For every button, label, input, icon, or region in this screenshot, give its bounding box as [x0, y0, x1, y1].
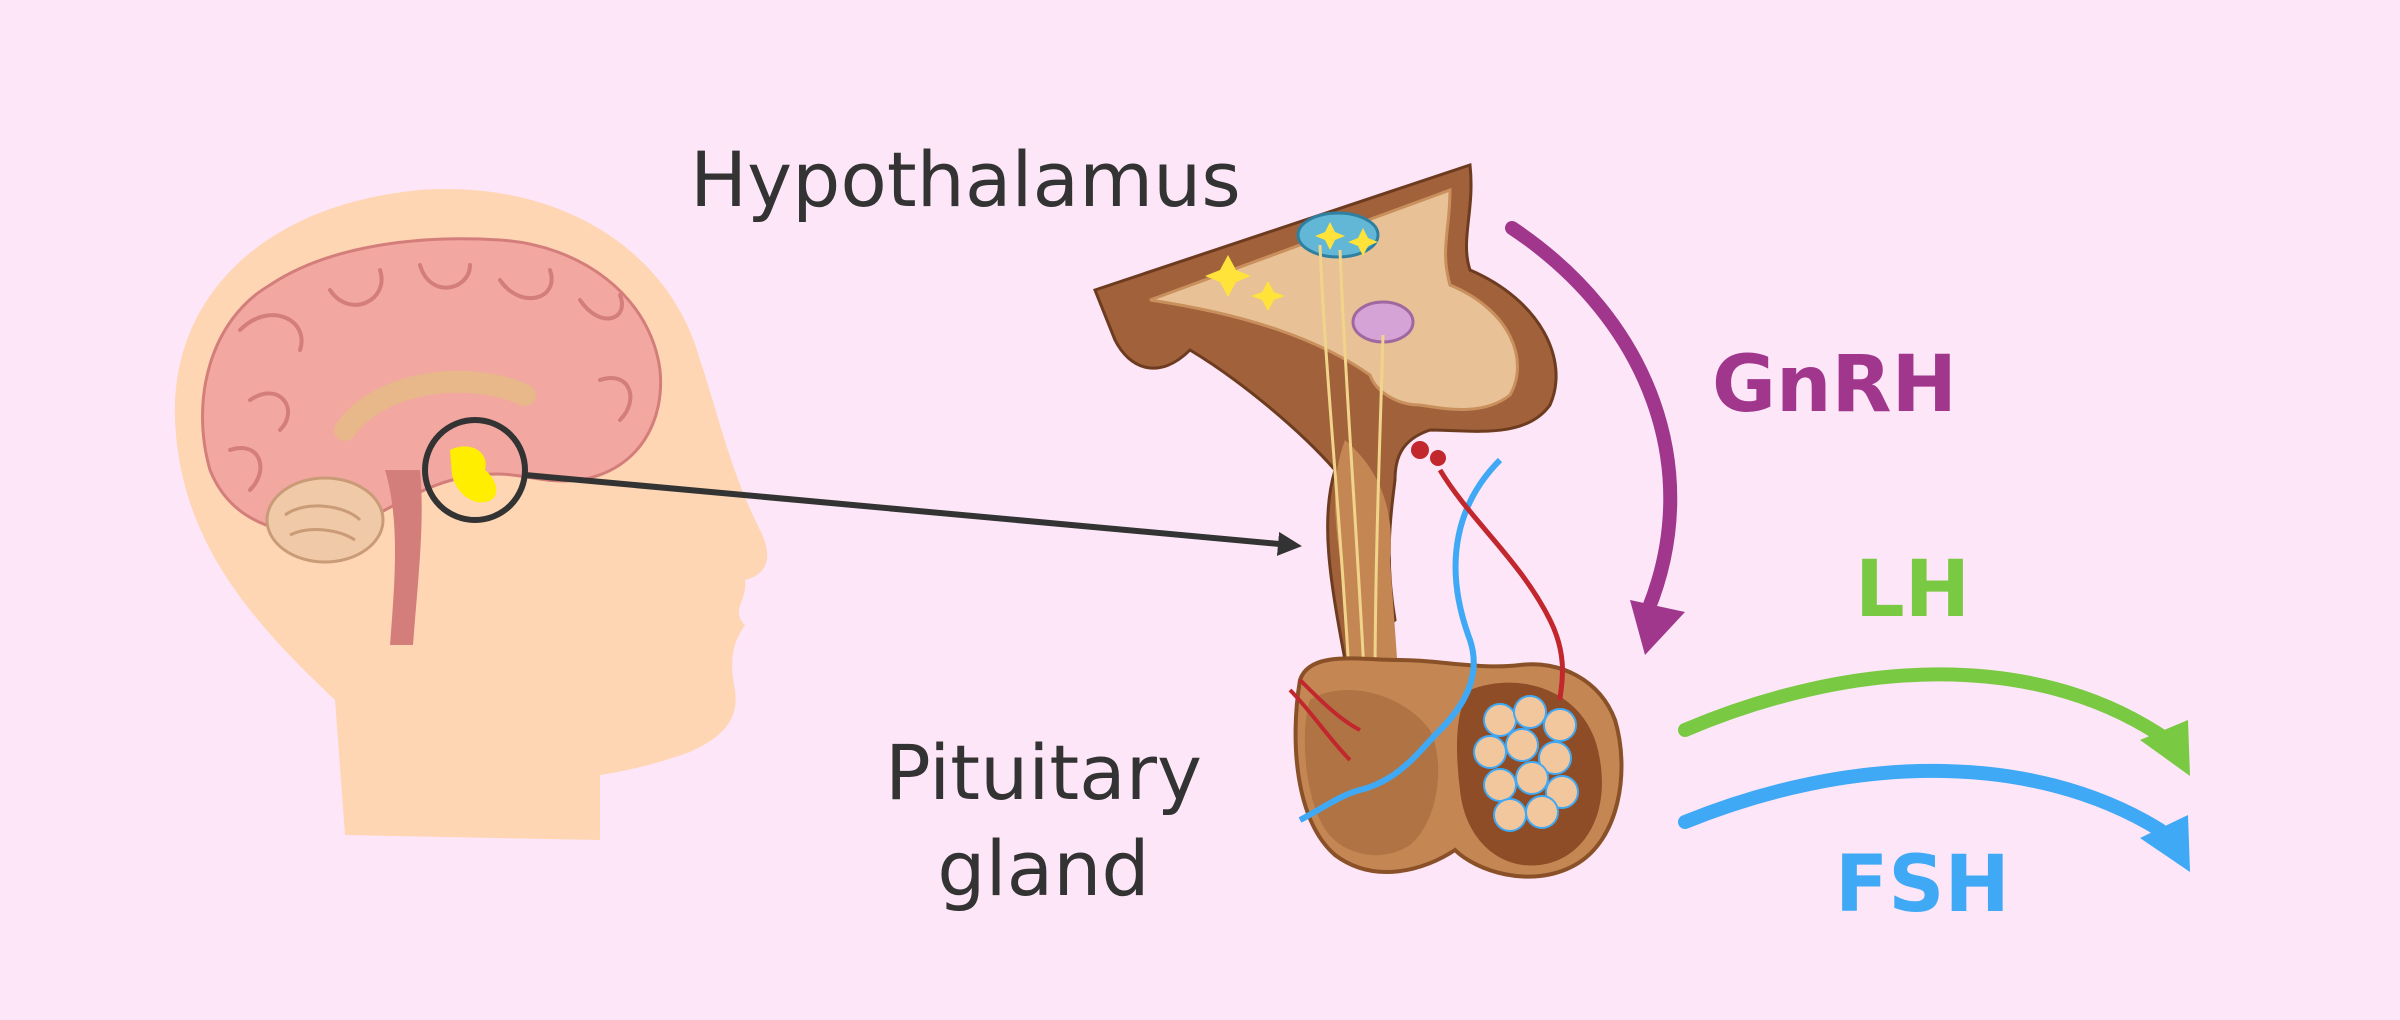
pituitary-label-line1: Pituitary	[885, 728, 1202, 817]
pointer-arrow	[524, 472, 1302, 556]
fsh-label: FSH	[1835, 840, 2010, 930]
brain-icon	[201, 237, 663, 645]
fsh-arrow	[1678, 763, 2190, 872]
hypothalamus-label: Hypothalamus	[690, 135, 1241, 224]
hypothalamus-pituitary-illustration	[1093, 162, 1624, 879]
gnrh-arrow	[1505, 221, 1685, 655]
lh-label: LH	[1855, 545, 1970, 635]
gnrh-label: GnRH	[1712, 340, 1957, 430]
pituitary-label-line2: gland	[937, 824, 1150, 913]
magnifier-circle-icon	[422, 417, 528, 523]
lh-arrow	[1678, 667, 2190, 776]
pituitary-gland-label: Pituitary gland	[885, 725, 1202, 917]
